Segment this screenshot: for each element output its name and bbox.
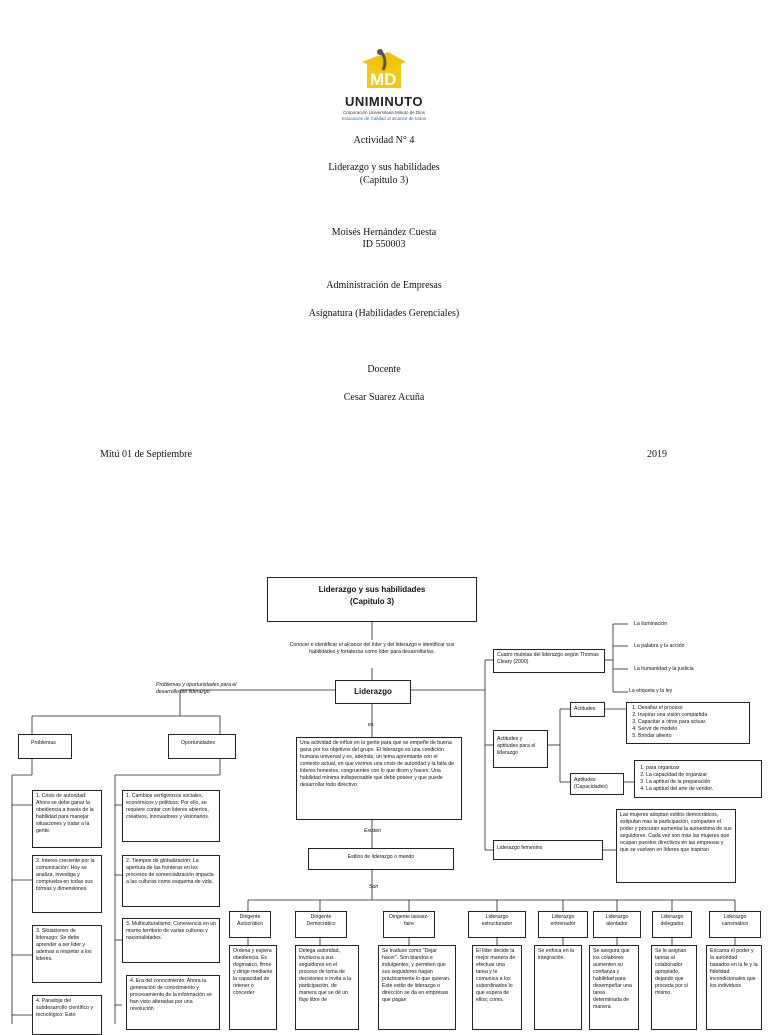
map-subtitle: (Capitulo 3): [350, 597, 394, 606]
problems-label: Problemas: [18, 734, 72, 759]
opportunity-1: 1. Cambios vertiginosos sociales, económ…: [122, 790, 220, 842]
actitudes-aptitudes-box: Actitudes y aptitudes para el liderazgo: [493, 730, 548, 768]
problem-3: 3. Situaciones de liderazgo: Se debe apr…: [32, 925, 102, 983]
aptitudes-list: para organizar La capacidad de organizar…: [634, 760, 762, 798]
left-caption: Problemas y oportunidades para el desarr…: [156, 682, 237, 696]
map-title: Liderazgo y sus habilidades: [318, 585, 426, 594]
problem-2: 2. Interes creciente por la comunicación…: [32, 855, 102, 913]
style-desc-entrenador: Se enfoca en la integración.: [534, 945, 582, 1030]
style-name-carismatico: Liderazgo carismático: [709, 911, 761, 938]
logo-tagline-2: Educación de Calidad al alcance de todos: [342, 116, 426, 121]
actitud-item: Servir de modelo: [638, 726, 746, 733]
style-desc-carismatico: Encarna el poder y la autoridad basados …: [706, 945, 762, 1030]
cover-topic: Liderazgo y sus habilidades: [328, 162, 440, 173]
student-id: ID 550003: [362, 239, 406, 250]
problem-4: 4. Paradoja del subdesarrollo científico…: [32, 995, 102, 1035]
svg-text:MD: MD: [370, 70, 396, 89]
subject-name: Asignatura (Habilidades Gerenciales): [308, 308, 460, 319]
opportunity-2: 2. Tiempos de globalización: La apertura…: [122, 855, 220, 907]
place-date: Mitú 01 de Septiembre: [100, 449, 192, 460]
problem-1: 1. Crisis de autoridad: Ahora se debe ga…: [32, 790, 102, 848]
map-title-box: Liderazgo y sus habilidades (Capitulo 3): [267, 577, 477, 622]
year: 2019: [647, 449, 667, 460]
activity-number: Actividad N° 4: [353, 135, 415, 146]
style-desc-democratic: Delega autoridad, involucra a sus seguid…: [295, 945, 359, 1030]
cleary-item-2: La palabra y la acción: [634, 643, 685, 649]
style-name-entrenador: Liderazgo entrenador: [538, 911, 588, 938]
style-name-delegador: Liderazgo delegador: [652, 911, 692, 938]
styles-box: Estilos de liderazgo o mando: [308, 848, 454, 870]
aptitud-item: para organizar: [646, 765, 758, 772]
style-desc-estructurador: El líder decide la mejor manera de efect…: [472, 945, 522, 1030]
teacher-name: Cesar Suarez Acuña: [343, 392, 425, 403]
style-desc-delegador: Se le asignan tareas al colaborador apro…: [651, 945, 697, 1030]
logo-emblem-icon: MD: [362, 49, 406, 89]
aptitud-item: La aptitud de la preparación: [646, 779, 758, 786]
es-label: es: [368, 722, 374, 728]
style-name-democratic: Dirigente Democrático: [295, 911, 347, 938]
cleary-item-3: La humanidad y la justicia: [634, 666, 694, 672]
author-name: Moisés Hernández Cuesta: [331, 227, 437, 238]
style-name-alentador: Liderazgo alentador: [593, 911, 641, 938]
actitud-item: Capacitar a otros para actuar.: [638, 719, 746, 726]
logo-tagline-1: Corporación Universitaria Minuto de Dios: [342, 110, 426, 115]
cleary-box: Cuatro muletas del liderazgo según Thoma…: [493, 649, 605, 673]
actitudes-label: Actitudes: [570, 702, 605, 717]
actitud-item: Inspirar una visión compartida: [638, 712, 746, 719]
aptitud-item: La aptitud del arte de vender.: [646, 786, 758, 793]
femenino-text: Las mujeres adoptan estilos democráticos…: [616, 809, 736, 883]
existen-label: Existen: [364, 828, 382, 834]
style-name-laissez-faire: Dirigente laissez-faire: [383, 911, 435, 938]
uniminuto-logo: MD UNIMINUTO Corporación Universitaria M…: [318, 48, 450, 126]
cleary-item-1: La iluminación: [634, 621, 668, 627]
style-name-estructurador: Liderazgo estructurador: [468, 911, 526, 938]
teacher-label: Docente: [367, 364, 401, 375]
actitudes-list: Desafiar el proceso Inspirar una visión …: [626, 702, 750, 744]
logo-wordmark: UNIMINUTO: [345, 94, 423, 109]
style-name-autocratic: Dirigente Autocrático: [229, 911, 271, 938]
cover-chapter: (Capitulo 3): [359, 175, 409, 186]
central-node: Liderazgo: [335, 680, 411, 704]
opportunity-3: 3. Multiculturalismo: Convivencia en un …: [122, 918, 220, 963]
objective-text: Conocer e identificar el alcance del líd…: [289, 642, 455, 656]
aptitud-item: La capacidad de organizar: [646, 772, 758, 779]
femenino-box: Liderazgo femenino: [493, 840, 603, 860]
actitud-item: Desafiar el proceso: [638, 705, 746, 712]
style-desc-autocratic: Ordena y espera obediencia. Es dogmatico…: [229, 945, 277, 1030]
aptitudes-label: Aptitudes (Capacidades): [570, 773, 624, 795]
style-desc-laissez-faire: Se traduce como "Dejar hacer". Son bland…: [378, 945, 456, 1030]
opportunities-label: Oportunidades: [168, 734, 236, 759]
definition-box: Una actividad de influir en la gente par…: [296, 737, 462, 820]
son-label: Son: [369, 884, 379, 890]
style-desc-alentador: Se asegura que los colabores aumenten su…: [589, 945, 639, 1030]
program-name: Administración de Empresas: [326, 280, 442, 291]
opportunity-4: 4. Era del conocimiento: Ahora la genera…: [126, 975, 220, 1030]
cleary-item-4: La etiqueta y la ley: [629, 688, 673, 694]
actitud-item: Brindar aliento: [638, 733, 746, 740]
